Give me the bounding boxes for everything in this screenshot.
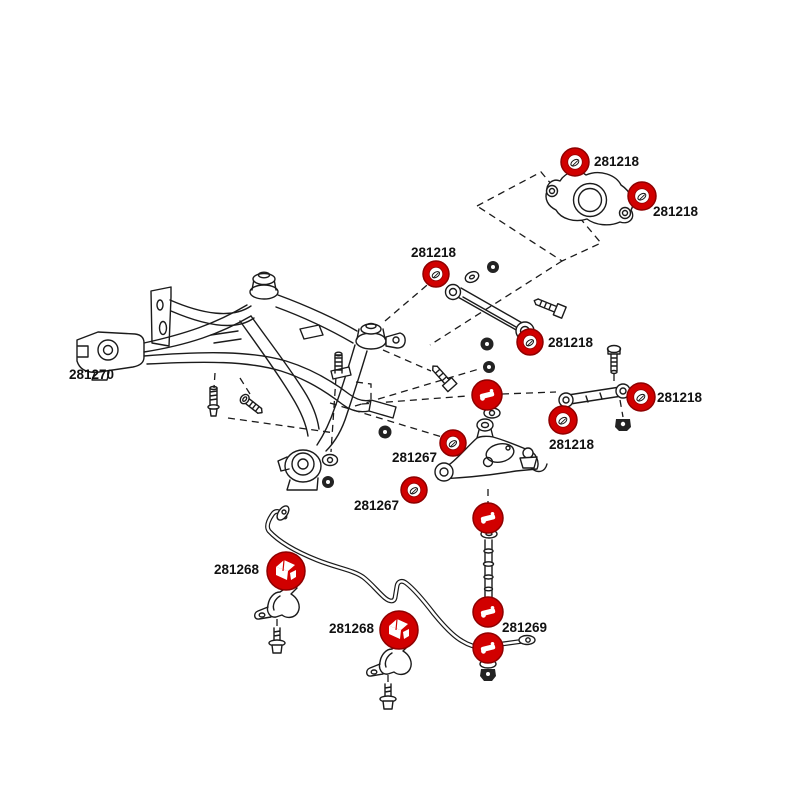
bushing-marker-ring — [627, 181, 657, 211]
rear-upper-arm-drawing — [545, 170, 634, 226]
clamp-bolt-right — [379, 683, 397, 710]
bushing-marker-filled — [471, 379, 503, 411]
part-label-281218-2: 281218 — [653, 204, 699, 219]
bushing-marker-filled — [472, 632, 504, 664]
lateral-link-drawing — [444, 283, 535, 341]
part-label-281267-2: 281267 — [354, 498, 400, 513]
sway-bar-drawing — [265, 505, 536, 650]
bushing-marker-filled-large — [266, 551, 306, 591]
part-label-281268-2: 281268 — [329, 621, 375, 636]
bushing-marker-ring — [560, 147, 590, 177]
part-label-281218-4: 281218 — [548, 335, 594, 350]
sway-bar-clamp-left — [254, 583, 300, 620]
part-label-281267-1: 281267 — [392, 450, 438, 465]
part-label-281218-3: 281218 — [411, 245, 457, 260]
dashed-guide-lines — [213, 171, 624, 683]
bushing-marker-ring — [400, 476, 428, 504]
rear-subframe-drawing — [76, 271, 406, 491]
bushing-marker-ring — [516, 328, 544, 356]
part-label-281218-5: 281218 — [657, 390, 703, 405]
bushing-marker-ring — [548, 405, 578, 435]
bushing-marker-filled — [472, 502, 504, 534]
part-label-281270: 281270 — [69, 367, 115, 382]
bushing-marker-layer — [266, 147, 657, 664]
bushing-marker-filled — [472, 596, 504, 628]
part-label-281218-1: 281218 — [594, 154, 640, 169]
fasteners — [207, 261, 631, 488]
lower-control-arm-drawing — [434, 418, 548, 482]
bushing-marker-ring — [439, 429, 467, 457]
bushing-marker-ring — [422, 260, 450, 288]
part-label-281268-1: 281268 — [214, 562, 260, 577]
toe-link-drawing — [558, 383, 631, 408]
clamp-bolt-left — [268, 627, 286, 654]
bushing-marker-ring — [626, 382, 656, 412]
part-label-281218-6: 281218 — [549, 437, 595, 452]
part-label-281269: 281269 — [502, 620, 548, 635]
bushing-marker-filled-large — [379, 610, 419, 650]
